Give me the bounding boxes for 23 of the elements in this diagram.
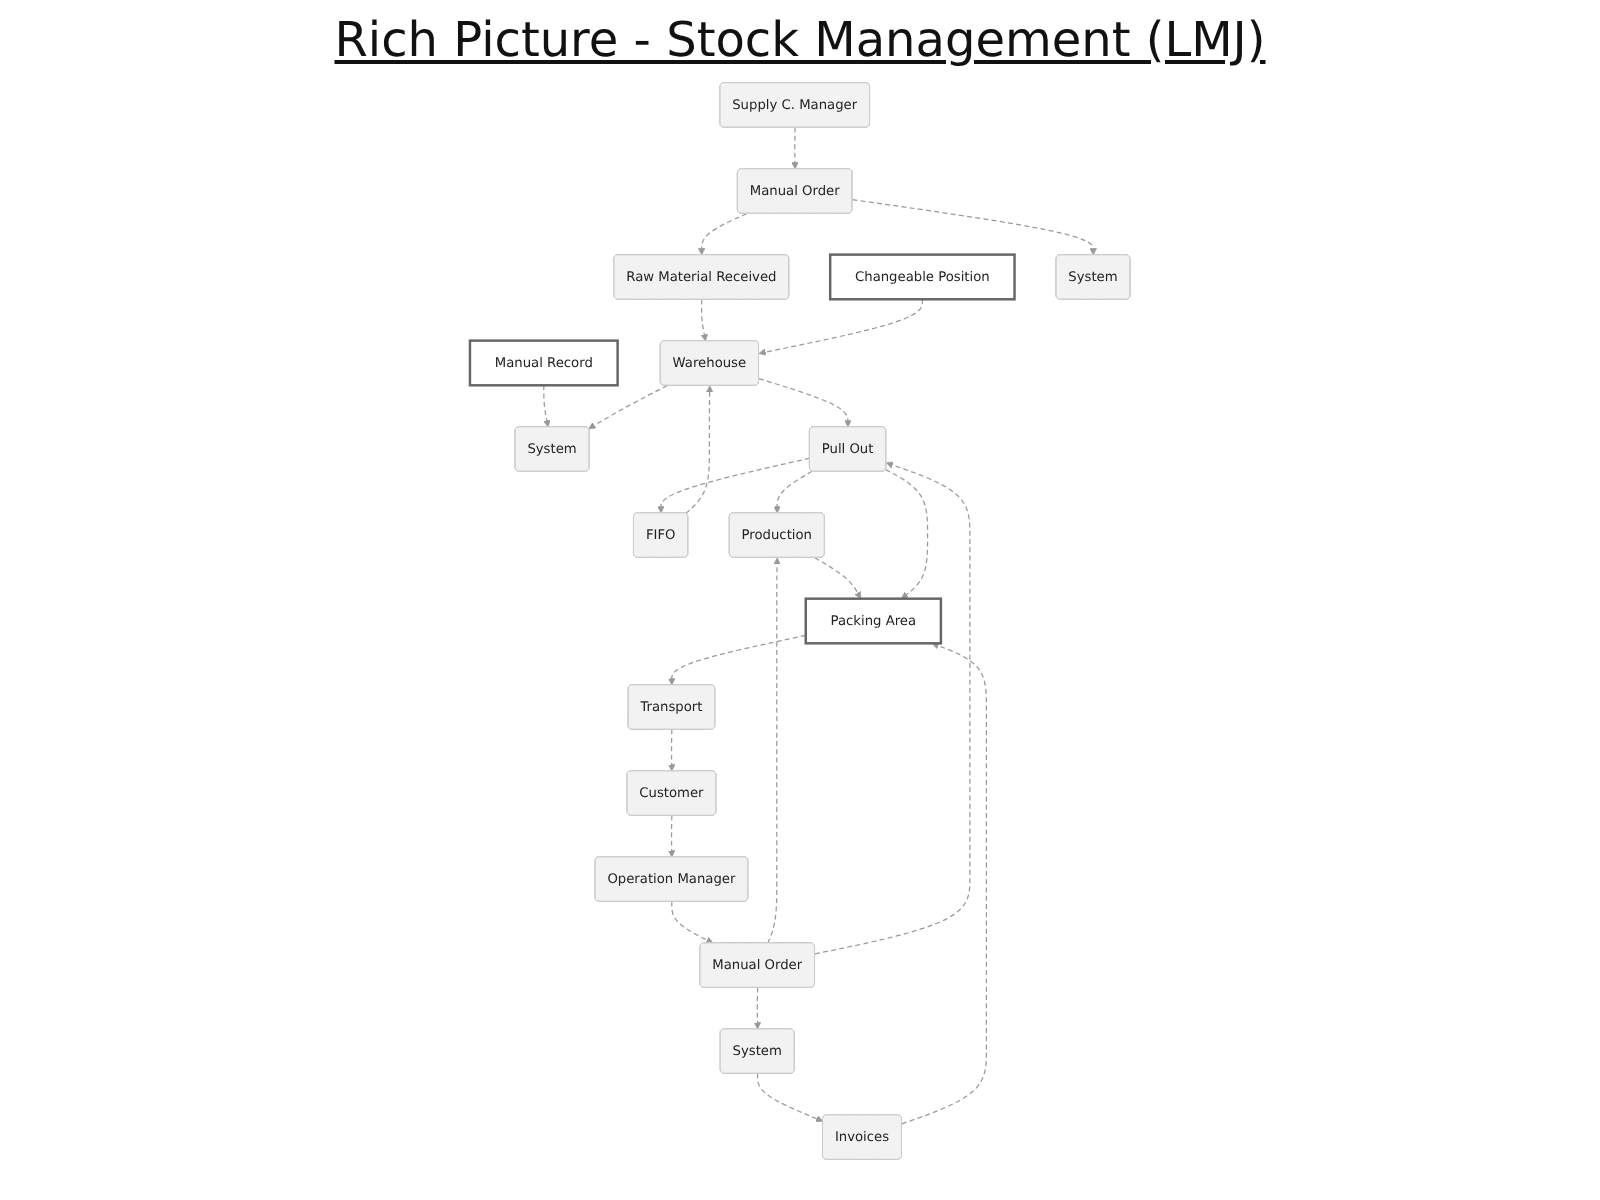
arrow [588, 385, 668, 429]
arrow [791, 127, 799, 170]
diagram-title: Rich Picture - Stock Management (LMJ) [332, 12, 1268, 68]
arrow [773, 470, 813, 514]
arrow [814, 557, 862, 599]
arrow [756, 1073, 824, 1123]
arrow [543, 384, 551, 428]
arrow [767, 557, 781, 944]
arrow [758, 298, 923, 356]
arrow [885, 469, 929, 599]
arrow [668, 815, 676, 858]
arrow [685, 385, 714, 515]
arrow [700, 299, 708, 342]
arrow [814, 461, 971, 955]
arrow [901, 642, 988, 1125]
arrow [753, 987, 762, 1030]
arrow [851, 199, 1097, 256]
arrow [758, 378, 852, 428]
arrow [657, 457, 811, 514]
arrow [668, 729, 676, 772]
arrow [668, 634, 807, 686]
arrow [671, 901, 714, 944]
arrow [698, 213, 748, 256]
